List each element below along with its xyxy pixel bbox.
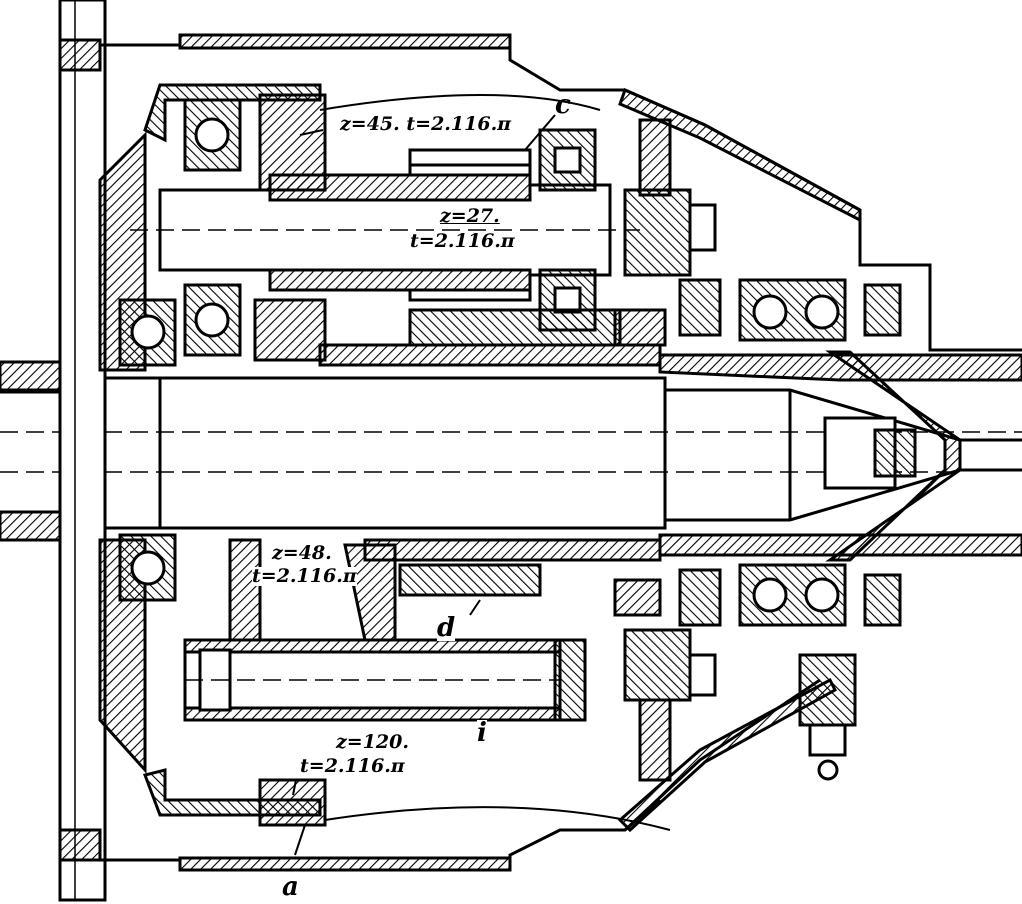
label-d: d (437, 613, 456, 643)
label-c: c (555, 90, 571, 120)
pinion-label-t: t=2.116.π (410, 230, 515, 252)
hub-sleeve (318, 308, 1022, 642)
gear-label-z48: z=48. (272, 542, 332, 564)
bearing (183, 98, 242, 172)
label-i: i (477, 718, 487, 748)
bearing (183, 283, 242, 357)
label-a: a (282, 872, 299, 902)
main-shaft (0, 350, 1022, 562)
countershaft-lower (183, 94, 671, 831)
countershaft-upper (130, 93, 640, 362)
gear-label-z48-t: t=2.116.π (252, 565, 357, 587)
ring-gear-label-t: t=2.116.π (300, 755, 405, 777)
gear-label-z45: z=45. t=2.116.π (340, 113, 512, 135)
bearing (118, 298, 177, 367)
bearing (738, 278, 847, 342)
leader-lines (292, 114, 556, 856)
bearings (118, 98, 902, 627)
bearing (738, 563, 847, 627)
bearing (678, 278, 902, 337)
bearing (118, 533, 177, 602)
bearing (538, 128, 597, 192)
cross-joints (613, 118, 857, 782)
ring-gear-label-z120: z=120. (336, 731, 409, 753)
bearing (678, 568, 902, 627)
pinion-label-z27: z=27. (440, 205, 500, 227)
